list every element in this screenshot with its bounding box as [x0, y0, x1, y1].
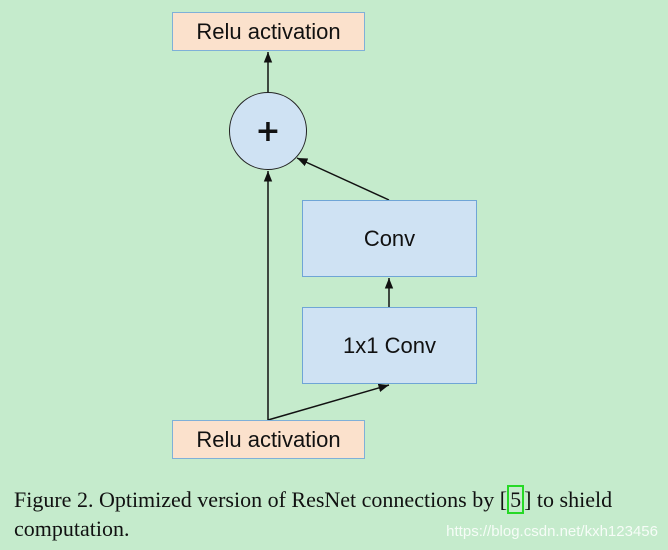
edge-conv-to-add [296, 157, 390, 201]
conv-1x1-node: 1x1 Conv [302, 307, 477, 384]
add-node: + [229, 92, 307, 170]
relu-activation-bottom-node: Relu activation [172, 420, 365, 459]
conv-node: Conv [302, 200, 477, 277]
edge-relu-to-1x1conv [267, 383, 390, 421]
figure-caption: Figure 2. Optimized version of ResNet co… [14, 485, 659, 543]
caption-text-before: Figure 2. Optimized version of ResNet co… [14, 487, 508, 512]
relu-activation-top-node: Relu activation [172, 12, 365, 51]
citation-link[interactable]: 5 [507, 485, 525, 514]
watermark: https://blog.csdn.net/kxh123456 [446, 523, 658, 540]
caption-text-after: ] to shield computation. [14, 487, 613, 541]
